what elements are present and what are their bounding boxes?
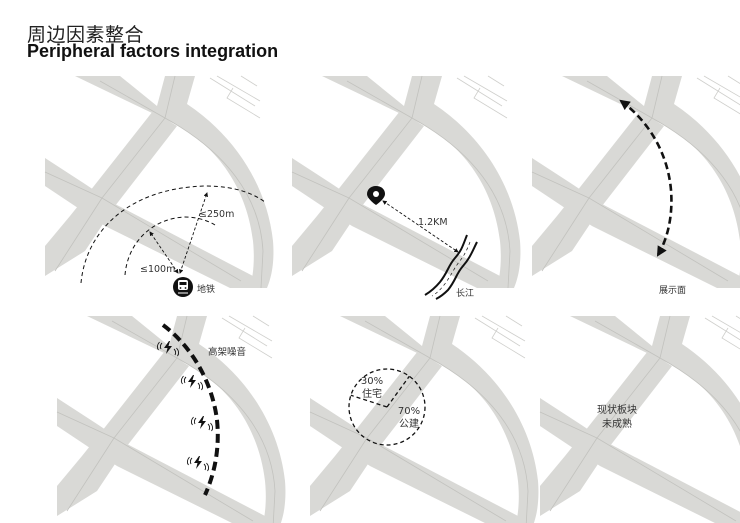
road-map bbox=[539, 315, 740, 523]
label-subway-station: 地铁 bbox=[197, 283, 215, 295]
pie-slice-divider-1 bbox=[386, 375, 410, 408]
label-residential-pct: 30% bbox=[361, 376, 383, 387]
label-immature-line2: 未成熟 bbox=[602, 417, 632, 430]
landuse-pie-chart bbox=[348, 368, 426, 446]
panel-frontage: 展示面 bbox=[531, 75, 740, 296]
noise-lightning-icon bbox=[157, 341, 213, 472]
noise-lightning-icon bbox=[191, 416, 213, 432]
label-public: 公建 bbox=[399, 417, 419, 430]
road-map bbox=[44, 75, 274, 289]
road-map bbox=[531, 75, 740, 289]
elevated-road-dashed-line bbox=[161, 323, 220, 496]
road-map bbox=[56, 315, 286, 523]
distance-arrow bbox=[382, 200, 459, 253]
river-icon bbox=[424, 234, 478, 300]
label-outer-radius: ≤250m bbox=[199, 209, 234, 220]
noise-lightning-icon bbox=[157, 341, 179, 357]
road-map bbox=[309, 315, 539, 523]
road-map bbox=[291, 75, 521, 289]
noise-lightning-icon bbox=[187, 456, 209, 472]
pie-slice-divider-0 bbox=[350, 394, 388, 408]
label-noise: 高架噪音 bbox=[208, 346, 246, 358]
label-frontage: 展示面 bbox=[659, 285, 686, 296]
title-english: Peripheral factors integration bbox=[27, 41, 279, 61]
panel-river: 1.2KM 长江 bbox=[291, 75, 521, 300]
panel-noise: 高架噪音 bbox=[56, 315, 286, 523]
radius-250-arc bbox=[80, 185, 266, 284]
frontage-arrow bbox=[619, 99, 673, 257]
subway-train-icon bbox=[173, 277, 193, 297]
radius-100-arrow bbox=[149, 231, 179, 274]
label-inner-radius: ≤100m bbox=[140, 264, 175, 275]
label-public-pct: 70% bbox=[398, 406, 420, 417]
label-distance: 1.2KM bbox=[418, 217, 448, 228]
location-pin-icon bbox=[367, 186, 385, 205]
label-residential: 住宅 bbox=[362, 387, 382, 400]
panel-landuse: 30% 住宅 70% 公建 bbox=[309, 315, 539, 523]
radius-250-arrow bbox=[179, 192, 208, 274]
pie-outline bbox=[348, 368, 426, 446]
panel-subway: ≤250m ≤100m 地铁 bbox=[44, 75, 274, 297]
title-chinese: 周边因素整合 bbox=[27, 24, 145, 46]
noise-lightning-icon bbox=[181, 375, 203, 391]
panel-immature: 现状板块 未成熟 bbox=[539, 315, 740, 523]
label-immature-line1: 现状板块 bbox=[597, 403, 637, 416]
label-river: 长江 bbox=[456, 287, 474, 299]
